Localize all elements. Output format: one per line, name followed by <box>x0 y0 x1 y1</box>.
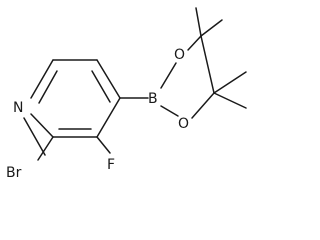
bond-methyl-4 <box>213 92 247 109</box>
bond-c5-c4-inner <box>91 70 111 103</box>
bond-c4-c3 <box>96 97 121 138</box>
atom-label-boron: B <box>148 91 158 107</box>
bond-n-c6 <box>30 59 54 99</box>
atom-label-fluorine: F <box>107 157 115 173</box>
pyridine-ring <box>23 59 121 156</box>
bond-c2-ring <box>30 113 54 138</box>
bond-o-bottom-c <box>191 92 215 119</box>
bond-b-o-top <box>160 62 177 89</box>
bond-n-c2 <box>23 117 46 156</box>
bond-o-top-c <box>187 35 202 51</box>
bond-c2-br <box>37 136 54 161</box>
bond-methyl-3 <box>213 71 247 94</box>
bond-methyl-1 <box>200 19 223 37</box>
bond-c3-f <box>96 136 111 154</box>
dioxaborolane-ring <box>160 7 247 119</box>
atom-label-nitrogen: N <box>13 100 23 116</box>
bond-c5-c4 <box>96 59 121 99</box>
bond-c-c <box>200 35 215 94</box>
bond-methyl-2 <box>195 7 202 37</box>
atom-label-oxygen-bottom: O <box>178 116 189 132</box>
bond-b-o-bottom <box>160 105 179 117</box>
atom-label-oxygen-top: O <box>174 47 185 63</box>
molecule-structure: N Br F B O O <box>6 7 247 180</box>
atom-label-bromine: Br <box>6 165 22 180</box>
bond-n-c6-inner <box>38 70 58 104</box>
